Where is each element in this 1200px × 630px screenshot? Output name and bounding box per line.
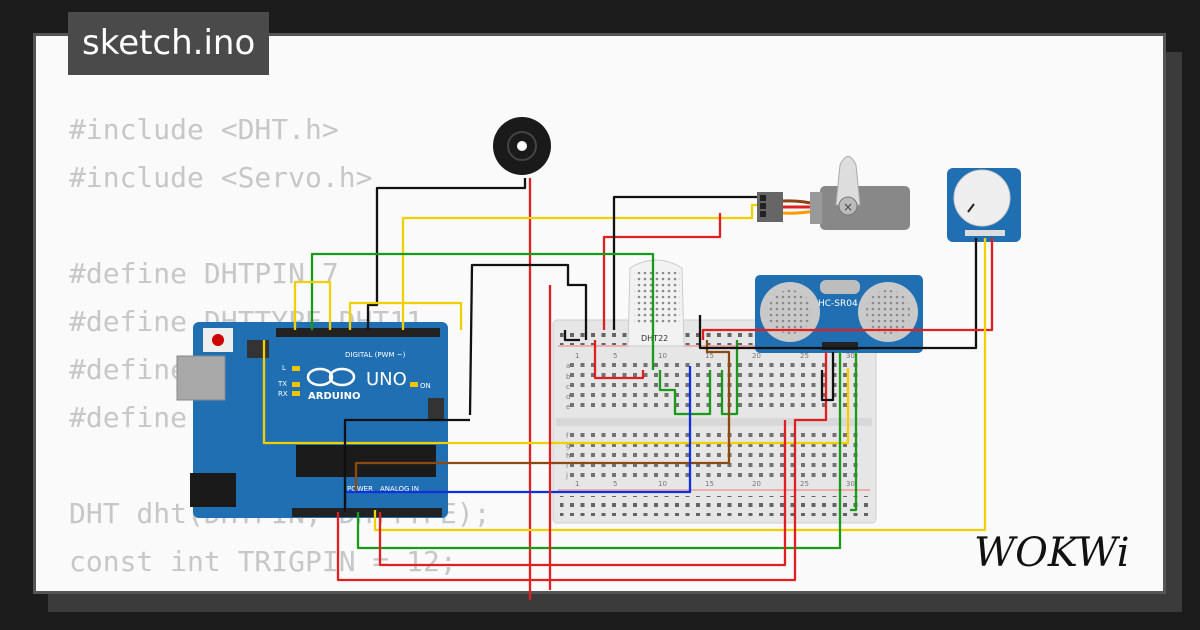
board-logo-text: UNO (366, 369, 407, 390)
bb-letter: c (566, 383, 570, 391)
code-line: #define DHTPIN 7 (69, 257, 339, 290)
ultrasonic-sensor[interactable]: HC-SR04 (755, 275, 923, 353)
bb-number: 30 (846, 480, 855, 488)
wires (262, 178, 994, 600)
bb-number: 30 (846, 352, 855, 360)
bb-letter: h (566, 452, 570, 460)
bb-number: 25 (800, 352, 809, 360)
code-line: #define (69, 353, 188, 386)
file-tab[interactable]: sketch.ino (68, 12, 270, 75)
bb-number: 20 (752, 352, 761, 360)
buzzer[interactable] (493, 117, 551, 175)
code-line: #include <DHT.h> (69, 113, 339, 146)
bb-letter: b (566, 373, 571, 381)
bb-number: 1 (575, 480, 579, 488)
code-line: #define (69, 401, 188, 434)
potentiometer[interactable] (947, 168, 1021, 242)
bb-letter: d (566, 393, 570, 401)
on-label: ON (420, 382, 431, 390)
dht-sensor[interactable]: DHT22 (627, 259, 685, 347)
bb-letter: j (565, 472, 568, 480)
bb-number: 15 (705, 352, 714, 360)
svg-text:×: × (843, 200, 853, 214)
servo-motor[interactable]: × (757, 156, 910, 231)
bb-number: 15 (705, 480, 714, 488)
wokwi-watermark: WOKWi (974, 530, 1130, 576)
wokwi-logo: WOKWi (974, 530, 1130, 576)
digital-label: DIGITAL (PWM ~) (345, 351, 406, 359)
bb-number: 5 (613, 352, 617, 360)
l-label: L (282, 364, 286, 372)
code-preview: #include <DHT.h> #include <Servo.h> #defin… (69, 106, 490, 591)
bb-number: 5 (613, 480, 617, 488)
power-label: POWER (347, 485, 373, 493)
bb-number: 10 (658, 352, 667, 360)
tx-label: TX (277, 380, 287, 388)
bb-letter: g (566, 442, 570, 450)
board-brand-text: ARDUINO (308, 391, 360, 402)
bb-letter: a (566, 362, 570, 370)
rx-label: RX (278, 390, 288, 398)
dht-label: DHT22 (641, 334, 668, 343)
code-line: #define DHTTYPE DHT11 (69, 305, 424, 338)
code-line: #include <Servo.h> (69, 161, 373, 194)
bb-number: 20 (752, 480, 761, 488)
bb-number: 1 (575, 352, 579, 360)
bb-number: 25 (800, 480, 809, 488)
uno-logo (306, 367, 356, 387)
bb-letter: e (566, 403, 570, 411)
arduino-board[interactable]: UNO ARDUINO ON TX RX L DIGITAL (PWM ~) P… (176, 322, 448, 518)
analog-label: ANALOG IN (380, 485, 419, 493)
bb-number: 10 (658, 480, 667, 488)
bb-letter: f (566, 432, 569, 440)
bb-letter: i (566, 462, 568, 470)
ultrasonic-label: HC-SR04 (818, 299, 858, 309)
